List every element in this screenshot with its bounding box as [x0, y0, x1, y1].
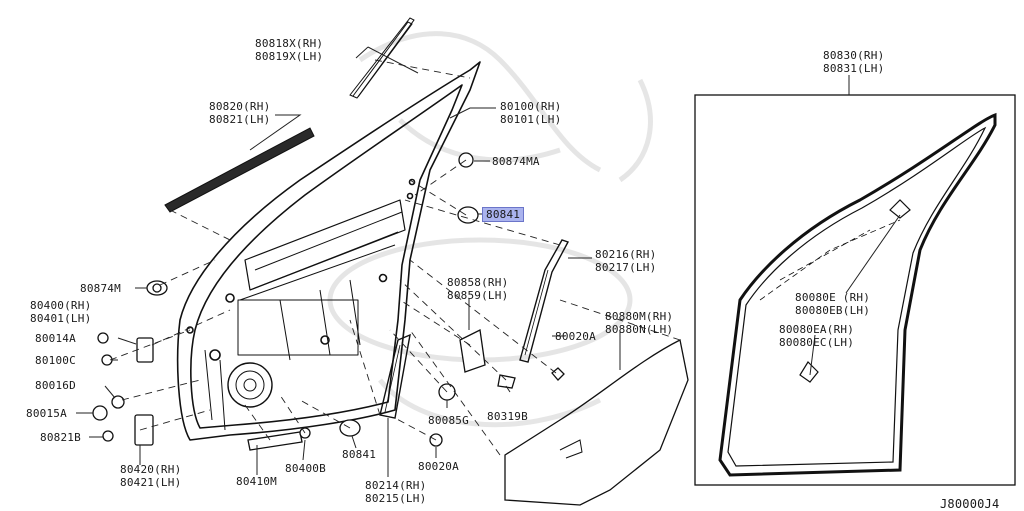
label-80821[interactable]: 80821(LH) — [209, 113, 271, 126]
label-80085g[interactable]: 80085G — [428, 414, 469, 427]
label-80400b[interactable]: 80400B — [285, 462, 326, 475]
label-80080ec[interactable]: 80080EC(LH) — [779, 336, 855, 349]
diagram-id: J80000J4 — [940, 497, 1000, 511]
label-80020a-top[interactable]: 80020A — [555, 330, 596, 343]
label-80880m[interactable]: 80880M(RH) — [605, 310, 674, 323]
label-80858[interactable]: 80858(RH) — [447, 276, 509, 289]
watermark — [327, 31, 653, 428]
label-80100[interactable]: 80100(RH) — [500, 100, 562, 113]
label-80217[interactable]: 80217(LH) — [595, 261, 657, 274]
label-80421[interactable]: 80421(LH) — [120, 476, 182, 489]
sash-80214 — [379, 333, 411, 419]
inset-weatherstrip — [694, 94, 1016, 486]
label-80401[interactable]: 80401(LH) — [30, 312, 92, 325]
dashed-guides — [109, 59, 681, 456]
outer-moulding — [164, 17, 415, 213]
label-80820[interactable]: 80820(RH) — [209, 100, 271, 113]
label-80410m[interactable]: 80410M — [236, 475, 277, 488]
label-80841-highlighted[interactable]: 80841 — [482, 207, 525, 222]
label-80020a-bottom[interactable]: 80020A — [418, 460, 459, 473]
label-80818x[interactable]: 80818X(RH) — [255, 37, 324, 50]
label-80080ea[interactable]: 80080EA(RH) — [779, 323, 855, 336]
label-80215[interactable]: 80215(LH) — [365, 492, 427, 505]
label-80014a[interactable]: 80014A — [35, 332, 76, 345]
label-80821b[interactable]: 80821B — [40, 431, 81, 444]
label-80319b[interactable]: 80319B — [487, 410, 528, 423]
label-80080e[interactable]: 80080E (RH) — [795, 291, 871, 304]
label-80080eb[interactable]: 80080EB(LH) — [795, 304, 871, 317]
leader-lines — [76, 46, 901, 477]
label-80831[interactable]: 80831(LH) — [823, 62, 885, 75]
label-80015a[interactable]: 80015A — [26, 407, 67, 420]
label-80841[interactable]: 80841 — [342, 448, 377, 461]
label-80214[interactable]: 80214(RH) — [365, 479, 427, 492]
label-80880n[interactable]: 80880N(LH) — [605, 323, 674, 336]
label-80101[interactable]: 80101(LH) — [500, 113, 562, 126]
sash-80216 — [519, 239, 570, 363]
label-80420[interactable]: 80420(RH) — [120, 463, 182, 476]
label-80874m[interactable]: 80874M — [80, 282, 121, 295]
label-80874ma[interactable]: 80874MA — [492, 155, 540, 168]
label-80819x[interactable]: 80819X(LH) — [255, 50, 324, 63]
label-80100c[interactable]: 80100C — [35, 354, 76, 367]
label-80830[interactable]: 80830(RH) — [823, 49, 885, 62]
label-80216[interactable]: 80216(RH) — [595, 248, 657, 261]
door-panel — [176, 61, 481, 441]
label-80016d[interactable]: 80016D — [35, 379, 76, 392]
small-parts — [92, 152, 565, 451]
label-80400[interactable]: 80400(RH) — [30, 299, 92, 312]
sealing-screen-80880m — [504, 339, 689, 506]
label-80859[interactable]: 80859(LH) — [447, 289, 509, 302]
